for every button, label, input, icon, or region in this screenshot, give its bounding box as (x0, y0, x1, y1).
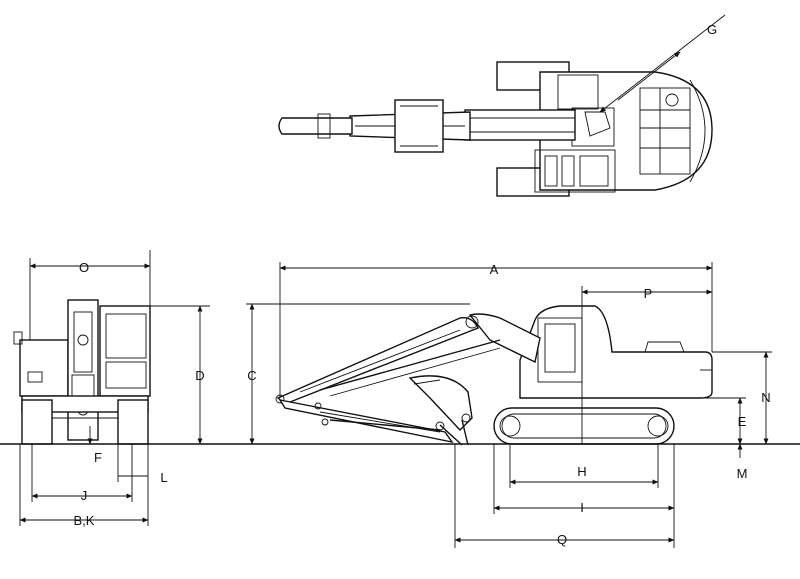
label-f: F (94, 450, 102, 465)
label-a: A (490, 262, 499, 277)
label-j: J (81, 488, 88, 503)
label-g: G (707, 22, 717, 37)
label-i: I (580, 500, 584, 515)
dimension-lines (19, 250, 772, 548)
label-p: P (644, 286, 653, 301)
label-e: E (738, 414, 747, 429)
label-q: Q (557, 532, 567, 547)
label-m: M (737, 466, 748, 481)
label-o: O (79, 260, 89, 275)
front-view (13, 299, 151, 445)
label-d: D (195, 368, 204, 383)
label-h: H (577, 464, 586, 479)
label-c: C (247, 368, 256, 383)
label-n: N (761, 390, 770, 405)
dimension-labels: O D C A P G N E M H I Q F L J B,K (74, 22, 771, 547)
top-view (278, 14, 726, 197)
label-b-k: B,K (74, 513, 95, 528)
label-l: L (160, 470, 167, 485)
side-view (275, 305, 713, 446)
